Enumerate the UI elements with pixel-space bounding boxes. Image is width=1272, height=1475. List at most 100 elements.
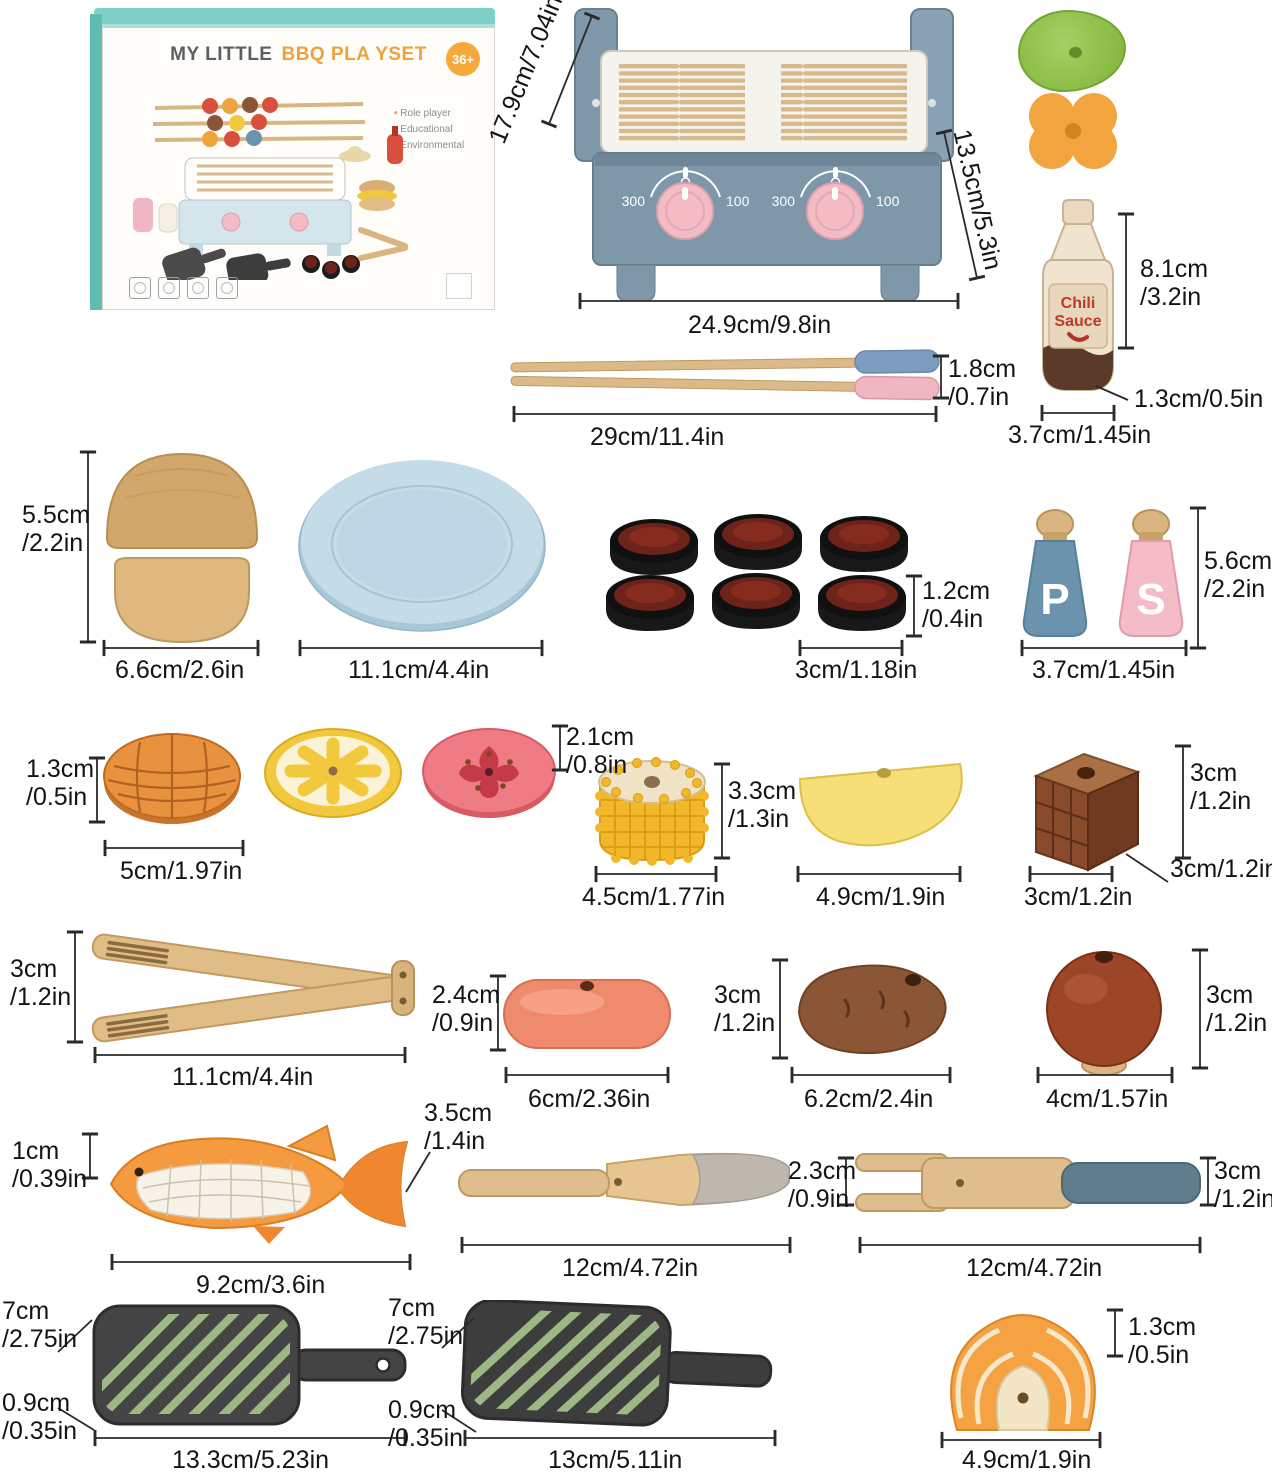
lettuce-piece	[1018, 10, 1126, 92]
skewers-length-label: 29cm/11.4in	[590, 423, 725, 451]
certification-icons	[129, 277, 238, 299]
chocolate-depth-label: 3cm/1.2in	[1170, 855, 1272, 883]
sauce-label-line1: Chili	[1061, 295, 1096, 312]
fish-thickness-label: 1cm/0.39in	[12, 1137, 88, 1193]
grill-knob-left: 300 100	[622, 167, 750, 240]
orange-width-label: 5cm/1.97in	[120, 857, 243, 885]
skewers	[505, 348, 945, 403]
pan2-thickness-label: 0.9cm/0.35in	[388, 1396, 464, 1452]
burger-patties	[598, 505, 920, 645]
cert-icon	[187, 277, 209, 299]
cert-icon	[129, 277, 151, 299]
bun-width-label: 6.6cm/2.6in	[115, 656, 245, 684]
pepper-letter: P	[1040, 575, 1069, 624]
feature-list: Role player Educational Environmental	[394, 108, 490, 156]
pan2-height-label: 7cm/2.75in	[388, 1294, 464, 1350]
skewers-thickness-label: 1.8cm/0.7in	[948, 355, 1017, 411]
onion	[1028, 945, 1183, 1077]
patties-height-label: 1.2cm/0.4in	[922, 577, 991, 633]
salt-shaker: S	[1118, 509, 1184, 637]
potato-length-label: 6.2cm/2.4in	[804, 1085, 934, 1113]
cert-icon	[158, 277, 180, 299]
box-artwork	[133, 97, 408, 280]
age-badge: 36+	[446, 42, 480, 76]
feature-item: Educational	[394, 124, 490, 135]
tomato-thickness-label: 2.1cm/0.8in	[566, 723, 635, 779]
orange-slice	[100, 730, 250, 830]
sauce-label-line2: Sauce	[1054, 313, 1101, 330]
sauce-height-label: 8.1cm/3.2in	[1140, 255, 1209, 311]
shakers-width-label: 3.7cm/1.45in	[1032, 656, 1176, 684]
plate	[296, 456, 548, 634]
fish	[105, 1122, 417, 1250]
carrot-flower-piece	[1016, 90, 1131, 172]
bbq-grill: 300 100 300 100	[555, 5, 985, 310]
pan1-height-label: 7cm/2.75in	[2, 1297, 78, 1353]
grill-pan-1	[88, 1300, 413, 1435]
corn-width-label: 4.5cm/1.77in	[582, 883, 726, 911]
box-title-line1: MY LITTLE	[170, 44, 273, 65]
salmon-width-label: 4.9cm/1.9in	[962, 1446, 1092, 1474]
box-front: MY LITTLE BBQ PLA YSET 36+ Role player Ed…	[102, 24, 495, 310]
salt-pepper-shakers: P S	[1005, 502, 1197, 654]
box-title-line2: BBQ PLA YSET	[281, 44, 427, 65]
chili-sauce-bottle: Chili Sauce	[1025, 198, 1135, 398]
wooden-knife	[455, 1142, 797, 1227]
cheese-width-label: 4.9cm/1.9in	[816, 883, 946, 911]
tongs-height-label: 3cm/1.2in	[10, 955, 72, 1011]
feature-item: Environmental	[394, 140, 490, 151]
knife-length-label: 12cm/4.72in	[562, 1254, 699, 1282]
grill-knob-right: 300 100	[772, 167, 900, 240]
box-title: MY LITTLE BBQ PLA YSET	[103, 44, 494, 66]
pepper-shaker: P	[1022, 509, 1088, 637]
salt-letter: S	[1136, 575, 1165, 624]
sausage	[500, 970, 675, 1055]
chocolate-height-label: 3cm/1.2in	[1190, 759, 1252, 815]
grill-width-label: 24.9cm/9.8in	[688, 311, 832, 339]
onion-height-label: 3cm/1.2in	[1206, 981, 1268, 1037]
chocolate-cube	[1026, 740, 1151, 875]
knob-scale-100: 100	[726, 193, 750, 209]
potato-height-label: 3cm/1.2in	[714, 981, 776, 1037]
fork-length-label: 12cm/4.72in	[966, 1254, 1103, 1282]
fish-length-label: 9.2cm/3.6in	[196, 1271, 326, 1299]
fork-width-label: 3cm/1.2in	[1214, 1157, 1272, 1213]
wooden-fork	[852, 1148, 1204, 1223]
sweet-potato	[785, 950, 960, 1065]
box-sticker	[446, 273, 472, 299]
bun-height-label: 5.5cm/2.2in	[22, 501, 91, 557]
sausage-height-label: 2.4cm/0.9in	[432, 981, 501, 1037]
cheese-wedge	[790, 755, 972, 855]
pan1-length-label: 13.3cm/5.23in	[172, 1446, 330, 1474]
sauce-base-label: 1.3cm/0.5in	[1134, 385, 1264, 413]
fork-height-label: 2.3cm/0.9in	[788, 1157, 857, 1213]
knob-scale-300: 300	[772, 193, 796, 209]
salmon-steak	[935, 1298, 1113, 1450]
burger-bun	[95, 446, 270, 646]
feature-item: Role player	[394, 108, 490, 119]
fish-height-label: 3.5cm/1.4in	[424, 1099, 493, 1155]
sauce-width-label: 3.7cm/1.45in	[1008, 421, 1152, 449]
salmon-height-label: 1.3cm/0.5in	[1128, 1313, 1197, 1369]
onion-width-label: 4cm/1.57in	[1046, 1085, 1169, 1113]
product-box: MY LITTLE BBQ PLA YSET 36+ Role player Ed…	[90, 8, 495, 310]
plate-width-label: 11.1cm/4.4in	[348, 656, 490, 684]
tomato-slice	[418, 726, 563, 821]
sausage-length-label: 6cm/2.36in	[528, 1085, 651, 1113]
grill-pan-2	[458, 1300, 788, 1440]
tongs-length-label: 11.1cm/4.4in	[172, 1063, 314, 1091]
orange-height-label: 1.3cm/0.5in	[26, 755, 95, 811]
shakers-height-label: 5.6cm/2.2in	[1204, 547, 1272, 603]
patties-width-label: 3cm/1.18in	[795, 656, 918, 684]
cert-icon	[216, 277, 238, 299]
skewer-food	[202, 97, 278, 147]
knob-scale-300: 300	[622, 193, 646, 209]
box-side	[90, 14, 102, 310]
chocolate-width-label: 3cm/1.2in	[1024, 883, 1133, 911]
wooden-tongs	[78, 925, 426, 1055]
pan1-thickness-label: 0.9cm/0.35in	[2, 1389, 78, 1445]
pan2-length-label: 13cm/5.11in	[548, 1446, 683, 1474]
knob-scale-100: 100	[876, 193, 900, 209]
lemon-slice	[262, 726, 407, 821]
